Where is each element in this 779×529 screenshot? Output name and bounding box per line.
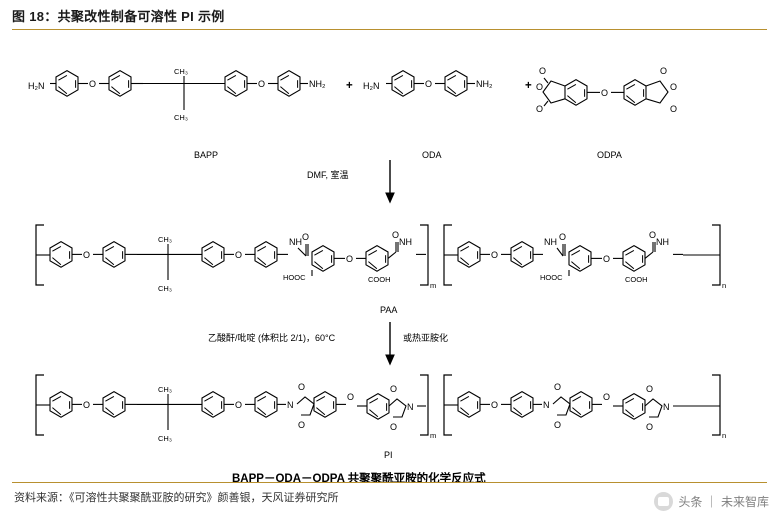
source-note: 资料来源：《可溶性共聚聚酰亚胺的研究》颜善银，天风证券研究所 — [14, 492, 339, 504]
paa-ether-o-2: O — [235, 250, 242, 260]
pi-subscript-n: n — [722, 431, 726, 440]
paa-hooc-1: HOOC — [283, 273, 306, 282]
paa-cooh-1: COOH — [368, 275, 391, 284]
label-methyl-top-bapp: CH₃ — [174, 67, 188, 76]
pi2-ether-o-2: O — [603, 392, 610, 402]
paa2-cooh: COOH — [625, 275, 648, 284]
label-odpa-o-top-left: O — [536, 82, 543, 92]
pi2-imide-n-1: N — [543, 400, 550, 410]
reactant-name-oda: ODA — [422, 150, 442, 160]
label-amine-left-oda: H₂N — [363, 81, 380, 91]
pi2-imide-o-top-1: O — [554, 382, 561, 392]
divider-top — [12, 29, 767, 30]
pi-imide-n-2: N — [407, 402, 414, 412]
label-methyl-bottom-bapp: CH₃ — [174, 113, 188, 122]
toutiao-logo-icon — [654, 492, 674, 511]
pi2-ether-o: O — [491, 400, 498, 410]
paa2-amide-nh-1: NH — [544, 237, 557, 247]
label-odpa-o-bottom-right: O — [670, 104, 677, 114]
paa-ether-o-3: O — [346, 254, 353, 264]
paa2-carbonyl-o-1: O — [559, 232, 566, 242]
paa-ether-o-1: O — [83, 250, 90, 260]
odpa-right-anhydride: O O O — [623, 66, 677, 114]
reactant-name-odpa: ODPA — [597, 150, 622, 160]
paa2-ether-o-2: O — [603, 254, 610, 264]
paa-carbonyl-o-2: O — [392, 230, 399, 240]
label-amine-right-oda: NH₂ — [476, 79, 493, 89]
intermediate-label: PAA — [380, 305, 397, 315]
figure-caption: BAPP－ODA－ODPA 共聚聚酰亚胺的化学反应式 — [232, 471, 486, 482]
reaction-scheme-svg: H₂N O CH₃ CH₃ O NH₂ + H₂N — [28, 66, 726, 482]
label-amine-left-bapp: H₂N — [28, 81, 45, 91]
label-odpa-o-bottom-left: O — [536, 104, 543, 114]
pi-imide-o-bottom-2: O — [390, 422, 397, 432]
watermark: 头条 ｜ 未来智库 — [654, 492, 769, 511]
page-title: 图 18：共聚改性制备可溶性 PI 示例 — [12, 8, 225, 24]
pi-ether-o-1: O — [83, 400, 90, 410]
step1-condition-label: DMF, 室温 — [307, 169, 349, 180]
label-odpa-carbonyl-top-left: O — [539, 66, 546, 76]
pi-imide-o-top-1: O — [298, 382, 305, 392]
reactant-name-bapp: BAPP — [194, 150, 218, 160]
pi2-imide-n-2: N — [663, 402, 670, 412]
paa-amide-nh-2: NH — [399, 237, 412, 247]
paa-methyl-bottom: CH₃ — [158, 284, 172, 293]
pi-imide-o-top-2: O — [390, 384, 397, 394]
step2-condition-right: 或热亚胺化 — [403, 332, 448, 343]
label-ether-oxygen-1: O — [89, 79, 96, 89]
pi-methyl-bottom: CH₃ — [158, 434, 172, 443]
label-odpa-carbonyl-top-right: O — [660, 66, 667, 76]
watermark-label: 头条 ｜ 未来智库 — [678, 495, 769, 509]
label-amine-right-bapp: NH₂ — [309, 79, 326, 89]
paa-subscript-m: m — [430, 281, 436, 290]
label-ether-oxygen-2: O — [258, 79, 265, 89]
paa2-carbonyl-o-2: O — [649, 230, 656, 240]
step2-condition-left: 乙酸酐/吡啶 (体积比 2/1)，60°C — [208, 332, 336, 343]
odpa-left-anhydride: O O O — [536, 66, 588, 114]
pi-methyl-top: CH₃ — [158, 385, 172, 394]
paa2-amide-nh-2: NH — [656, 237, 669, 247]
paa2-ether-o: O — [491, 250, 498, 260]
plus-sign-1: + — [346, 80, 353, 92]
pi-structure: O CH₃ CH₃ O N O O — [35, 374, 726, 443]
paa-subscript-n: n — [722, 281, 726, 290]
divider-bottom — [12, 482, 767, 483]
label-odpa-o-top-right: O — [670, 82, 677, 92]
plus-sign-2: + — [525, 80, 532, 92]
pi2-imide-o-top-2: O — [646, 384, 653, 394]
label-odpa-bridge-oxygen: O — [601, 88, 608, 98]
paa-methyl-top: CH₃ — [158, 235, 172, 244]
reaction-scheme-figure: H₂N O CH₃ CH₃ O NH₂ + H₂N — [12, 30, 767, 482]
product-label: PI — [384, 450, 393, 460]
paa2-hooc: HOOC — [540, 273, 563, 282]
paa-carbonyl-o-1: O — [302, 232, 309, 242]
pi2-imide-o-bottom-1: O — [554, 420, 561, 430]
label-ether-oxygen-oda: O — [425, 79, 432, 89]
pi2-imide-o-bottom-2: O — [646, 422, 653, 432]
pi-ether-o-2: O — [235, 400, 242, 410]
paa-structure: O CH₃ CH₃ O NH O — [35, 224, 726, 293]
pi-subscript-m: m — [430, 431, 436, 440]
figure-title-bar: 图 18：共聚改性制备可溶性 PI 示例 — [0, 0, 779, 30]
pi-imide-o-bottom-1: O — [298, 420, 305, 430]
paa-amide-nh-1: NH — [289, 237, 302, 247]
pi-ether-o-3: O — [347, 392, 354, 402]
pi-imide-n-1: N — [287, 400, 294, 410]
